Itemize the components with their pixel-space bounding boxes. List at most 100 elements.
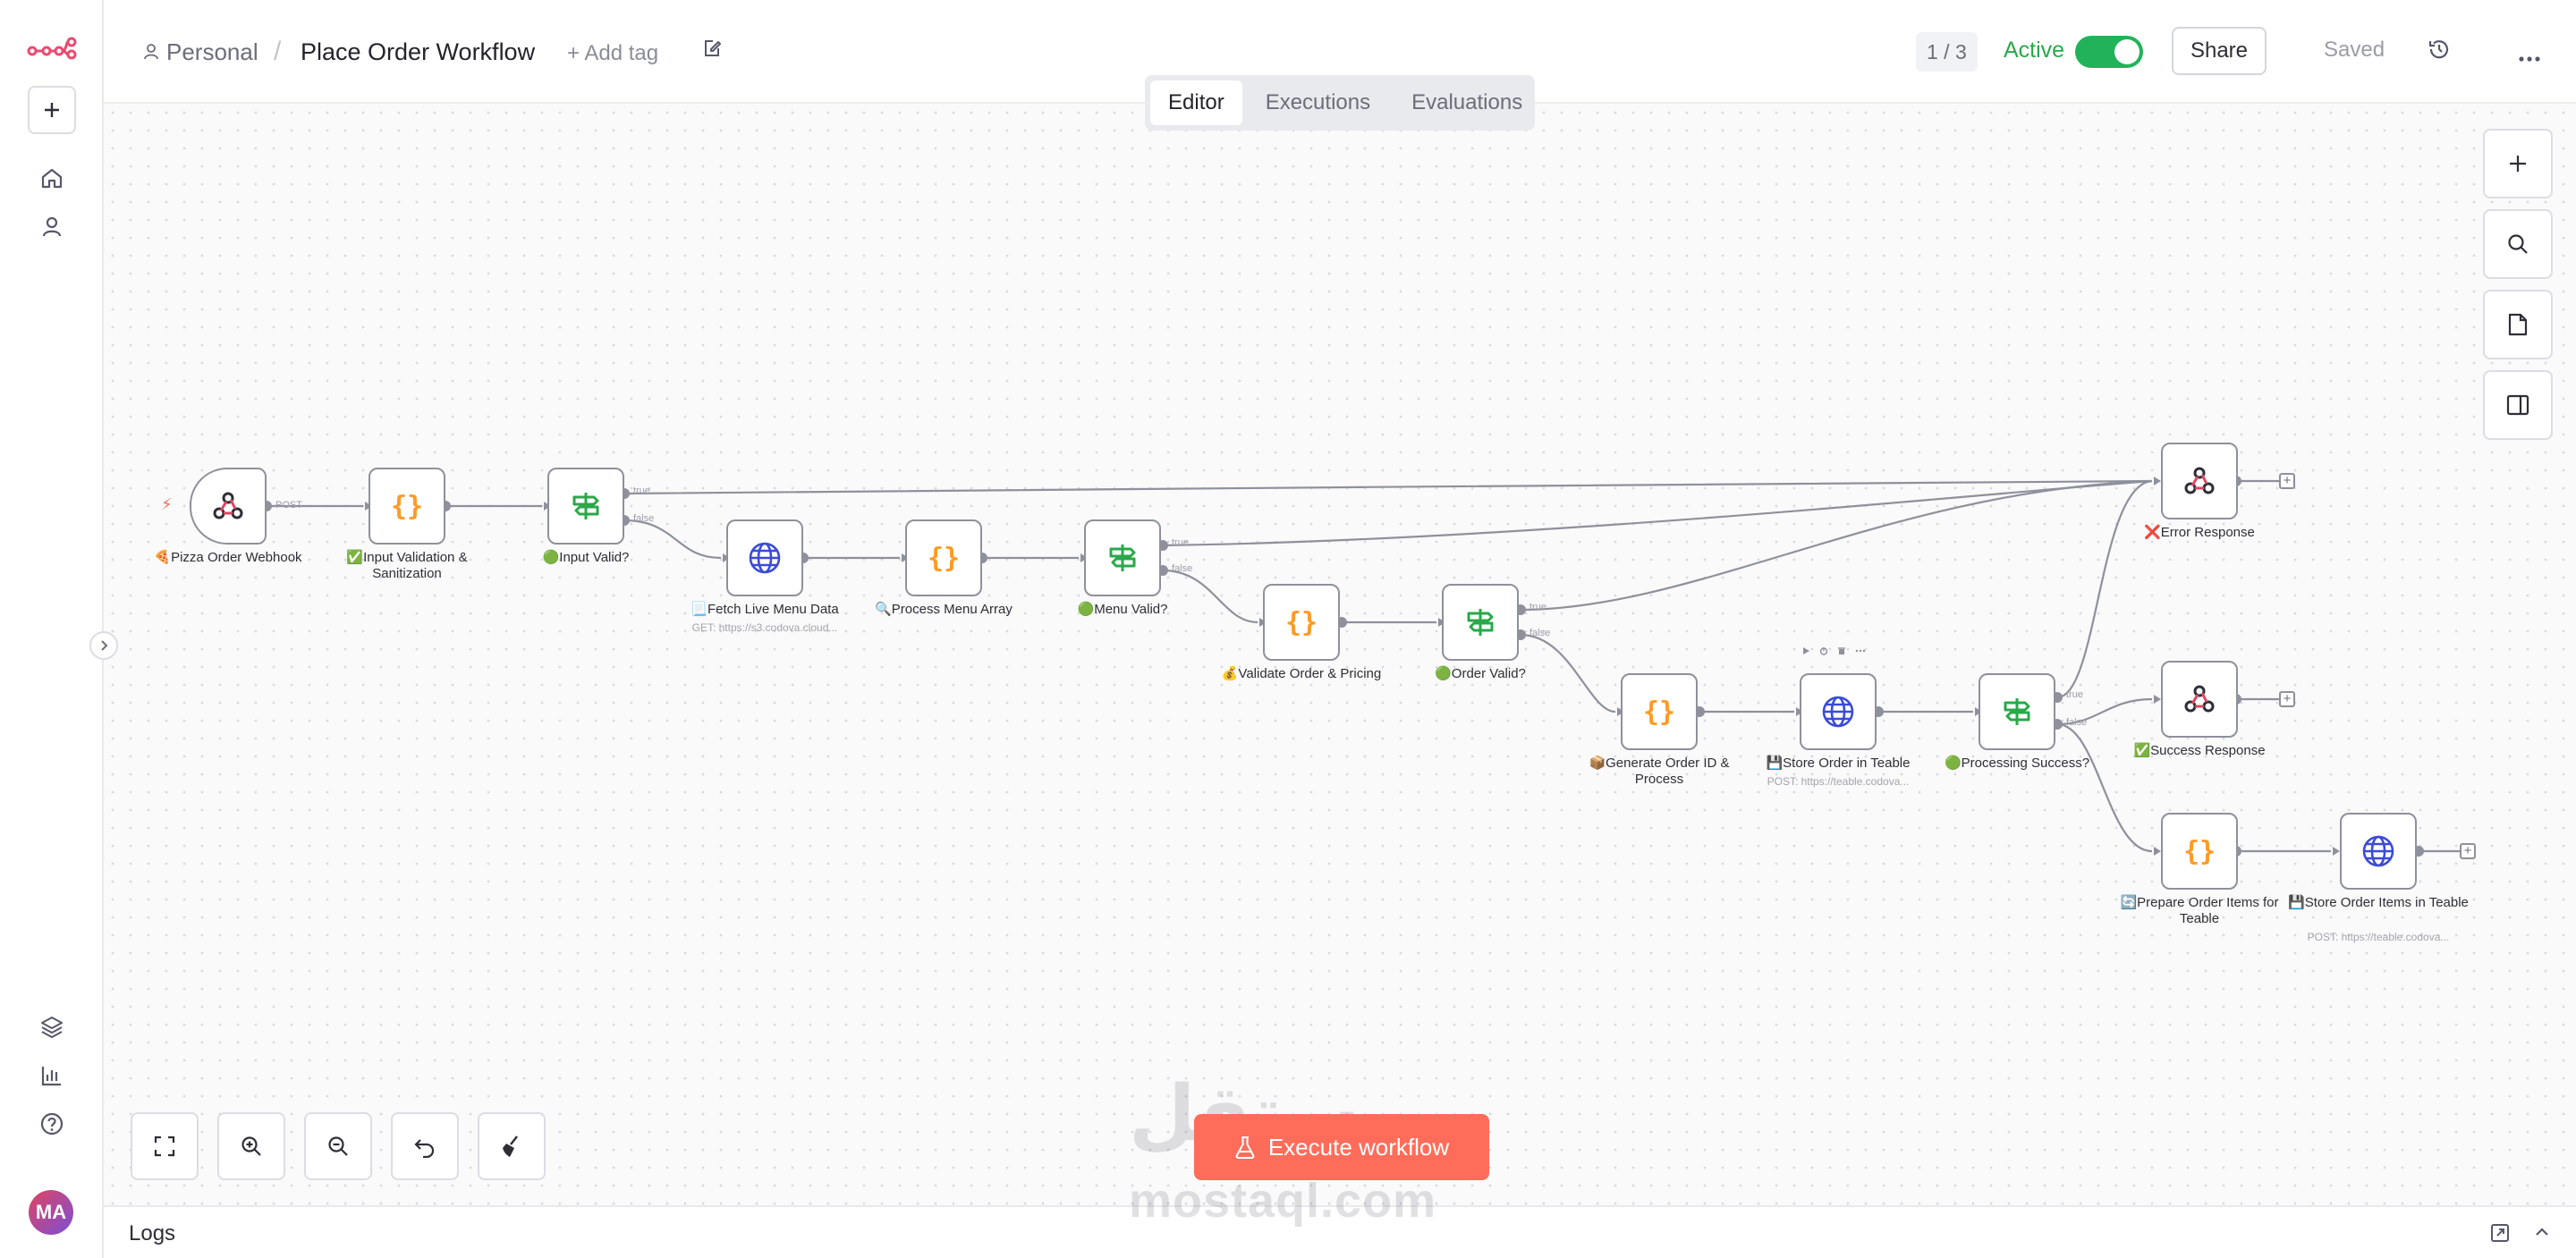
tab-editor[interactable]: Editor <box>1150 80 1242 125</box>
zoom-in-button[interactable] <box>217 1112 285 1180</box>
node-validate-order[interactable]: {} <box>1263 584 1340 661</box>
node-label: 💾Store Order Items in Teable <box>2288 895 2469 910</box>
tidy-up-button[interactable] <box>478 1112 546 1180</box>
logs-panel[interactable]: Logs <box>104 1205 2576 1258</box>
node-error-response[interactable] <box>2161 443 2238 519</box>
node-store-order-teable[interactable] <box>1800 673 1877 750</box>
trash-icon[interactable] <box>1837 646 1846 655</box>
node-label: 🟢Input Valid? <box>542 550 630 565</box>
insights-icon[interactable] <box>0 1060 104 1091</box>
zoom-in-icon <box>242 1136 261 1156</box>
chevron-up-icon[interactable] <box>2533 1225 2551 1244</box>
active-toggle[interactable] <box>2075 36 2143 68</box>
play-icon[interactable] <box>1801 646 1810 655</box>
add-node-button[interactable]: + <box>2279 473 2295 489</box>
node-label: 💰Validate Order & Pricing <box>1221 666 1382 681</box>
execute-workflow-label: Execute workflow <box>1267 1133 1450 1161</box>
tab-evaluations[interactable]: Evaluations <box>1411 90 1523 114</box>
port-label-false: false <box>633 513 655 524</box>
node-prepare-order-items[interactable]: {} <box>2161 813 2238 890</box>
globe-icon <box>2362 835 2394 867</box>
node-order-valid[interactable] <box>1442 584 1519 661</box>
node-menu-valid[interactable] <box>1084 519 1161 596</box>
history-icon[interactable] <box>2428 38 2451 65</box>
port-label-true: true <box>633 485 650 496</box>
workflow-canvas[interactable]: POST true false true false true false tr… <box>104 104 2576 1205</box>
node-processing-success[interactable] <box>1979 673 2055 750</box>
add-node-panel-button[interactable] <box>2483 129 2553 198</box>
tab-executions[interactable]: Executions <box>1265 90 1371 114</box>
note-icon <box>2508 313 2528 336</box>
flask-icon <box>1235 1136 1255 1159</box>
share-button[interactable]: Share <box>2172 27 2267 75</box>
logs-label: Logs <box>129 1221 176 1245</box>
zoom-out-icon <box>328 1136 348 1156</box>
workflow-title[interactable]: Place Order Workflow <box>301 38 536 65</box>
more-options-icon[interactable] <box>2519 39 2540 68</box>
add-tag-button[interactable]: + Add tag <box>567 41 659 65</box>
zoom-out-button[interactable] <box>304 1112 372 1180</box>
n8n-logo-icon[interactable] <box>0 30 104 66</box>
node-store-order-items[interactable] <box>2340 813 2417 890</box>
left-sidebar: MA <box>0 0 104 1258</box>
add-node-button[interactable]: + <box>2279 691 2295 707</box>
add-node-button[interactable]: + <box>2460 843 2476 859</box>
project-name: Personal <box>166 38 258 65</box>
user-icon[interactable] <box>0 211 104 241</box>
node-process-menu-array[interactable]: {} <box>905 519 982 596</box>
node-hover-toolbar <box>1801 646 1866 655</box>
node-subtitle: POST: https://teable.codova... <box>2307 931 2450 943</box>
create-button[interactable] <box>28 86 76 134</box>
svg-text:{}: {} <box>2183 836 2216 867</box>
port-label-true: true <box>1530 602 1546 612</box>
templates-icon[interactable] <box>0 1012 104 1043</box>
node-input-validation[interactable]: {} <box>369 468 445 545</box>
more-icon[interactable] <box>1855 646 1866 655</box>
port-label-true: true <box>2066 689 2083 700</box>
edit-description-icon[interactable] <box>701 38 723 63</box>
help-icon[interactable] <box>0 1109 104 1139</box>
search-nodes-button[interactable] <box>2483 209 2553 279</box>
user-icon <box>144 44 158 60</box>
node-input-valid[interactable] <box>547 468 624 545</box>
node-fetch-live-menu[interactable] <box>726 519 803 596</box>
popout-icon[interactable] <box>2490 1223 2510 1247</box>
saved-status: Saved <box>2324 38 2385 62</box>
breadcrumb-separator: / <box>274 37 282 66</box>
plus-icon <box>2510 156 2526 172</box>
globe-icon <box>749 542 781 574</box>
node-label: 📦Generate Order ID & Process <box>1589 756 1730 787</box>
port-label-false: false <box>1530 628 1551 638</box>
breadcrumb-project[interactable]: Personal <box>143 36 258 68</box>
execute-workflow-button[interactable]: Execute workflow <box>1194 1114 1489 1180</box>
node-label: 🟢Menu Valid? <box>1077 602 1168 617</box>
connection-lines <box>261 476 2465 857</box>
node-generate-order-id[interactable]: {} <box>1621 673 1698 750</box>
port-label-false: false <box>2066 717 2088 728</box>
node-label: 🍕Pizza Order Webhook <box>154 550 302 565</box>
svg-text:{}: {} <box>391 491 423 522</box>
signpost-icon <box>1109 545 1136 571</box>
code-braces-icon: {} <box>391 491 423 522</box>
sidebar-collapse-button[interactable] <box>89 631 118 660</box>
node-label: ❌Error Response <box>2144 525 2255 540</box>
signpost-icon <box>2004 698 2030 725</box>
version-counter[interactable]: 1 / 3 <box>1916 32 1978 72</box>
sticky-note-button[interactable] <box>2483 290 2553 359</box>
home-icon[interactable] <box>0 163 104 193</box>
active-label: Active <box>2004 38 2065 63</box>
node-pizza-order-webhook[interactable] <box>190 468 267 545</box>
avatar[interactable]: MA <box>29 1190 73 1235</box>
undo-button[interactable] <box>391 1112 459 1180</box>
power-icon[interactable] <box>1819 646 1828 655</box>
port-label-post: POST <box>275 500 302 511</box>
node-label: 🟢Order Valid? <box>1435 666 1526 681</box>
panel-icon <box>2506 394 2529 416</box>
fit-view-button[interactable] <box>131 1112 199 1180</box>
node-success-response[interactable] <box>2161 661 2238 738</box>
svg-text:{}: {} <box>928 543 960 574</box>
toggle-panel-button[interactable] <box>2483 370 2553 440</box>
node-label: ✅Input Validation & Sanitization <box>346 550 468 581</box>
view-tabs: Editor Executions Evaluations <box>1145 75 1535 131</box>
plus-icon <box>45 103 59 117</box>
